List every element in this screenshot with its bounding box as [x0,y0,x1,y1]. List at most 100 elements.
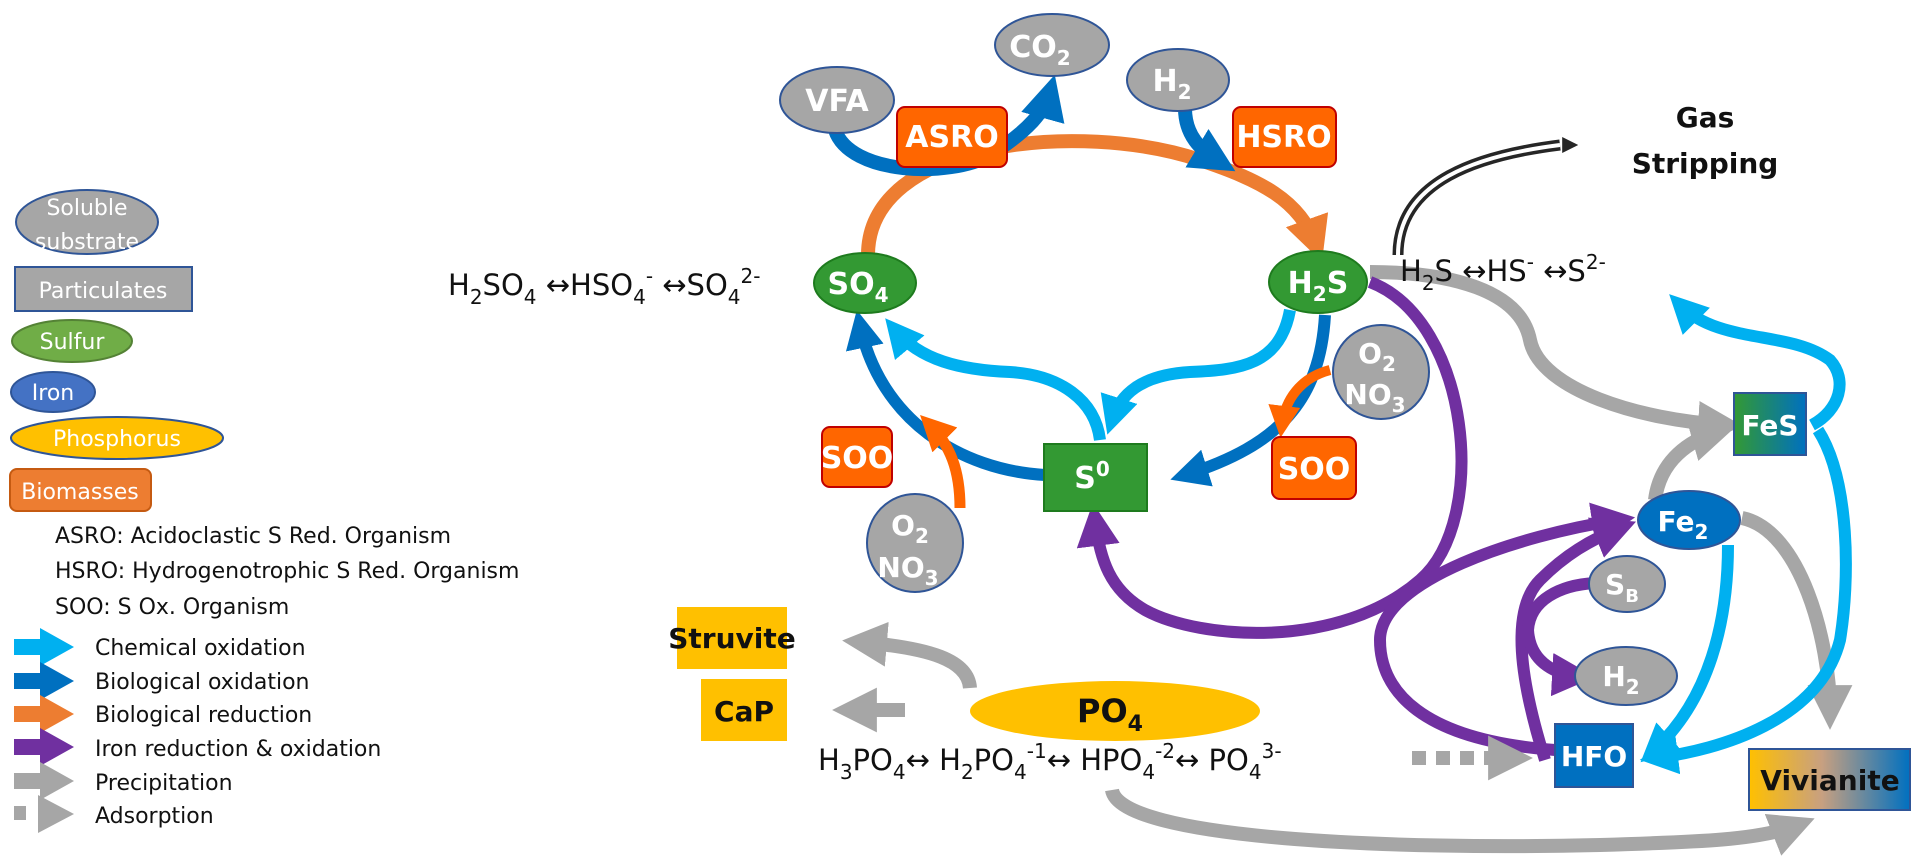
gas-stripping-line2: Stripping [1632,147,1779,180]
arrow-h2s-to-s0-iron [1076,276,1468,639]
node-fes-label: FeS [1741,409,1798,442]
equation-part: -1 [1027,739,1047,763]
equation-part: ↔ PO [1175,743,1249,777]
arrows [828,74,1853,856]
legend-arrow-chemical-oxidation: Chemical oxidation [14,628,306,666]
node-cap: CaP [701,679,787,741]
equation-part: ↔S [1534,254,1586,288]
legend-abbrev-hsro: HSRO: Hydrogenotrophic S Red. Organism [55,559,519,584]
node-sb-label: SB [1605,568,1639,607]
arrow-h2s-to-s0-chemical [1100,308,1296,435]
node-sb: SB [1588,555,1666,613]
legend-substrate-label: substrate [35,230,139,255]
equation-part: ↔SO [653,268,728,302]
arrow-o2no3-to-soo-left [920,415,966,509]
legend-arrow-precipitation: Precipitation [14,762,233,800]
equation-part: PO [853,743,893,777]
arrow-right-icon [14,662,74,700]
node-o2-no3-right: O2 NO3 [1332,324,1430,420]
legend-arrow-label: Adsorption [95,804,214,829]
legend-arrow-biological-reduction: Biological reduction [14,695,312,733]
legend-iron-label: Iron [32,381,74,406]
equation-part: 2 [470,285,483,309]
node-vfa: VFA [779,66,895,134]
equation-sulfate: H2SO4 ↔HSO4- ↔SO42- [448,264,760,309]
node-o2-left-label: O2 [891,509,929,548]
node-fe2: Fe2 [1637,490,1741,550]
arrow-fe2-to-fes-precipitation [1648,417,1736,502]
legend-biomasses: Biomasses [9,468,152,512]
equation-part: 2- [1586,250,1606,274]
legend-arrow-label: Biological oxidation [95,670,310,695]
arrow-fe2-to-vivianite [1740,511,1853,730]
node-fe2-label: Fe2 [1658,505,1709,544]
equation-part: 4 [728,285,741,309]
node-h2-bottom: H2 [1574,646,1678,706]
arrow-fes-to-s2-chemical [1669,294,1846,431]
node-asro: ASRO [896,106,1008,168]
equation-part: ↔HSO [537,268,634,302]
equation-phosphate: H3PO4↔ H2PO4-1↔ HPO4-2↔ PO43- [818,739,1282,784]
arrow-o2no3-to-soo-right [1268,365,1332,438]
equation-part: ↔ H [906,743,961,777]
node-h2-top: H2 [1126,48,1230,112]
dash-icon [14,806,26,820]
node-po4-label: PO4 [1077,692,1143,737]
node-so4-label: SO4 [827,267,888,307]
node-hsro: HSRO [1232,106,1337,168]
legend-phosphorus: Phosphorus [10,416,224,460]
node-soo-left-label: SOO [821,441,894,476]
node-h2s-label: H2S [1288,266,1349,306]
equation-part: 2 [961,760,974,784]
node-co2-label: CO2 [1009,30,1070,70]
arrow-fes-to-hfo-chemical [1639,426,1852,775]
equation-part: H [1400,254,1422,288]
node-no3-left-label: NO3 [877,551,938,590]
arrow-hfo-to-fe2-iron [1373,502,1636,756]
node-hfo: HFO [1554,723,1634,788]
arrow-right-icon [38,795,74,833]
equation-part: ↔ HPO [1047,743,1143,777]
equation-part: 4 [1142,760,1155,784]
equation-part: S ↔HS [1435,254,1527,288]
node-hsro-label: HSRO [1236,120,1331,155]
arrow-h2s-to-fes-precipitation [1369,265,1743,446]
arrow-s0-to-so4-chemical [885,318,1106,442]
legend-arrow-label: Chemical oxidation [95,636,306,661]
legend-sulfur: Sulfur [11,319,133,363]
arrow-po4-to-struvite [842,621,977,690]
arrow-po4-to-vivianite [1105,787,1815,856]
arrow-right-icon [14,728,74,766]
node-soo-right: SOO [1271,436,1357,500]
node-vivianite-label: Vivianite [1760,764,1899,797]
legend: Soluble substrate Particulates Sulfur Ir… [9,189,519,833]
equation-part: 4 [524,285,537,309]
node-gas-stripping: Gas Stripping [1632,101,1779,180]
arrow-gas-stripping-inner [1396,143,1561,256]
node-h2-top-label: H2 [1152,64,1191,104]
node-o2-no3-left: O2 NO3 [866,493,964,593]
node-asro-label: ASRO [905,120,998,155]
nodes: VFA CO2 H2 ASRO HSRO SO4 H2S [668,13,1911,811]
node-o2-right-label: O2 [1358,337,1396,376]
arrow-fe2-to-hfo-chemical [1640,544,1734,763]
node-no3-right-label: NO3 [1344,378,1405,417]
node-co2: CO2 [994,13,1110,77]
equation-part: 3- [1262,739,1282,763]
node-s0: S0 [1043,443,1148,512]
arrow-right-icon [14,695,74,733]
legend-biomasses-label: Biomasses [21,480,139,505]
gas-stripping-line1: Gas [1676,101,1735,134]
equation-part: 4 [1014,760,1027,784]
node-vfa-label: VFA [805,84,869,119]
equation-part: 3 [840,760,853,784]
equation-part: 2- [741,264,761,288]
node-fes: FeS [1733,392,1807,456]
equation-part: SO [483,268,524,302]
equation-part: -2 [1155,739,1175,763]
node-soo-right-label: SOO [1278,452,1351,487]
equation-part: 4 [633,285,646,309]
legend-arrow-iron-redox: Iron reduction & oxidation [14,728,381,766]
node-struvite-label: Struvite [668,622,796,655]
